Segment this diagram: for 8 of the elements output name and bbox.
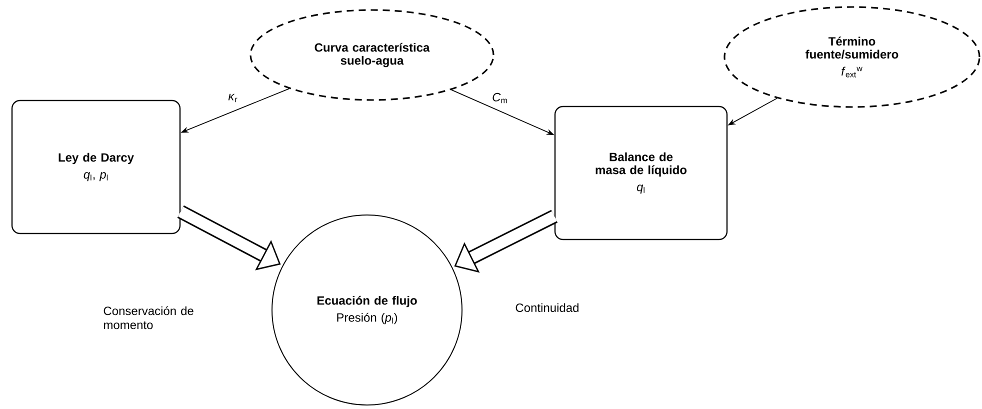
edge-label: C$_{m}$ xyxy=(492,92,507,104)
annotation-text: Conservación de momento xyxy=(104,306,194,330)
rounded-box: Ley de Darcy q$_{l}$, p$_{l}$ xyxy=(11,100,181,234)
rounded-box: Balance de masa de líquido q$_{l}$ xyxy=(554,106,728,240)
annotation-text: Continuidad xyxy=(516,303,578,312)
block-arrow xyxy=(454,210,558,273)
edge-label: κ$_{r}$ xyxy=(228,94,238,102)
circle-node: Ecuación de flujo Presión (p$_{l}$) xyxy=(272,214,462,406)
